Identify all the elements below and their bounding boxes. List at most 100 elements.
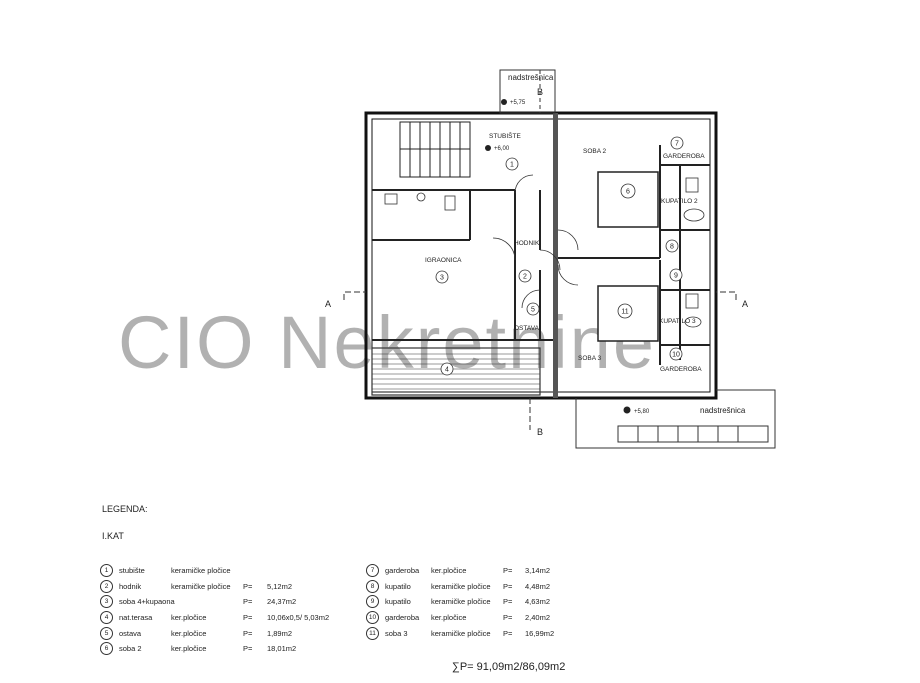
legend-p-symbol: P= bbox=[243, 597, 253, 607]
legend-material: keramičke pločice bbox=[431, 597, 491, 607]
section-b-top-label: B bbox=[537, 87, 543, 97]
legend-room-name: hodnik bbox=[119, 581, 142, 591]
bath-fixtures bbox=[384, 177, 705, 328]
section-a-right-label: A bbox=[742, 299, 748, 309]
legend-area: 3,14m2 bbox=[525, 566, 551, 576]
level-bottom-marker bbox=[623, 406, 631, 414]
room-number-11: 11 bbox=[621, 309, 628, 316]
legend-material: keramičke pločice bbox=[431, 581, 491, 591]
legend-row: 1 stubište keramičke pločice bbox=[100, 563, 329, 579]
room-number-1: 1 bbox=[510, 162, 514, 169]
legend-area: 2,40m2 bbox=[525, 613, 551, 623]
room-numbers: 1 2 3 4 5 6 7 8 9 10 11 bbox=[440, 141, 680, 374]
legend-material: ker.pločice bbox=[431, 613, 467, 623]
ostava-label: OSTAVA bbox=[514, 325, 540, 332]
legend-p-symbol: P= bbox=[243, 644, 253, 654]
room-number-6: 6 bbox=[626, 189, 630, 196]
section-b-bottom-label: B bbox=[537, 427, 543, 437]
legend-area: 24,37m2 bbox=[267, 597, 297, 607]
kupatilo3-label: KUPATILO 3 bbox=[659, 318, 696, 325]
legend-number: 11 bbox=[366, 626, 379, 640]
legend-floor-label: I.KAT bbox=[102, 531, 124, 541]
legend-room-name: soba 4+kupaona bbox=[119, 597, 175, 607]
legend-row: 9 kupatilo keramičke pločice P= 4,63m2 bbox=[366, 594, 554, 610]
legend-row: 3 soba 4+kupaona P= 24,37m2 bbox=[100, 594, 329, 610]
level-bottom-label: +5,80 bbox=[634, 409, 650, 415]
legend-area: 16,99m2 bbox=[525, 628, 555, 638]
room-number-8: 8 bbox=[670, 244, 674, 251]
kupatilo2-label: KUPATILO 2 bbox=[661, 198, 698, 205]
stubiste-label: STUBIŠTE bbox=[489, 131, 521, 140]
door-swings bbox=[492, 174, 579, 309]
room-number-7: 7 bbox=[675, 141, 679, 148]
legend-material: ker.pločice bbox=[171, 644, 207, 654]
legend-material: keramičke pločice bbox=[431, 628, 491, 638]
hodnik-label: HODNIK bbox=[514, 240, 540, 247]
legend-room-name: soba 3 bbox=[385, 628, 408, 638]
legend-area: 5,12m2 bbox=[267, 581, 293, 591]
canopy-top bbox=[499, 69, 556, 114]
legend-row: 6 soba 2 ker.pločice P= 18,01m2 bbox=[100, 641, 329, 657]
legend-number: 1 bbox=[100, 564, 113, 578]
level-stair-marker bbox=[485, 145, 491, 151]
canopy-top-label: nadstrešnica bbox=[508, 73, 554, 82]
legend-area: 10,06x0,5/ 5,03m2 bbox=[267, 613, 330, 623]
legend-area: 4,48m2 bbox=[525, 581, 551, 591]
total-area: ∑P= 91,09m2/86,09m2 bbox=[452, 661, 566, 673]
legend-room-name: soba 2 bbox=[119, 644, 142, 654]
section-a-left-label: A bbox=[325, 299, 331, 309]
legend-room-name: nat.terasa bbox=[119, 613, 153, 623]
igraonica-label: IGRAONICA bbox=[425, 257, 462, 264]
legend-material: keramičke pločice bbox=[171, 581, 231, 591]
legend-column-right: 7 garderoba ker.pločice P= 3,14m2 8 kupa… bbox=[366, 563, 554, 641]
bed-soba2 bbox=[597, 171, 659, 228]
canopy-bottom bbox=[575, 389, 776, 449]
legend-p-symbol: P= bbox=[503, 628, 513, 638]
legend-row: 10 garderoba ker.pločice P= 2,40m2 bbox=[366, 610, 554, 626]
legend-material: ker.pločice bbox=[171, 628, 207, 638]
legend-room-name: garderoba bbox=[385, 566, 420, 576]
legend-p-symbol: P= bbox=[243, 628, 253, 638]
legend-number: 3 bbox=[100, 595, 113, 609]
room-markers bbox=[435, 136, 684, 376]
legend-row: 8 kupatilo keramičke pločice P= 4,48m2 bbox=[366, 579, 554, 595]
garderoba-top-label: GARDEROBA bbox=[663, 153, 705, 160]
legend-p-symbol: P= bbox=[503, 566, 513, 576]
interior-walls bbox=[372, 145, 710, 365]
legend-number: 10 bbox=[366, 611, 379, 625]
legend-number: 6 bbox=[100, 642, 113, 656]
legend-row: 7 garderoba ker.pločice P= 3,14m2 bbox=[366, 563, 554, 579]
watermark-text: CIO Nekretnine bbox=[118, 301, 656, 384]
room-number-3: 3 bbox=[440, 275, 444, 282]
room-number-10: 10 bbox=[672, 352, 680, 359]
legend-room-name: stubište bbox=[119, 566, 145, 576]
soba2-label: SOBA 2 bbox=[583, 148, 607, 155]
legend-p-symbol: P= bbox=[503, 597, 513, 607]
legend-p-symbol: P= bbox=[503, 613, 513, 623]
legend-area: 1,89m2 bbox=[267, 628, 293, 638]
legend-area: 18,01m2 bbox=[267, 644, 297, 654]
legend-room-name: garderoba bbox=[385, 613, 420, 623]
legend-p-symbol: P= bbox=[503, 581, 513, 591]
legend-number: 9 bbox=[366, 595, 379, 609]
legend-title: LEGENDA: bbox=[102, 504, 148, 514]
legend-material: keramičke pločice bbox=[171, 566, 231, 576]
legend-p-symbol: P= bbox=[243, 581, 253, 591]
room-number-9: 9 bbox=[674, 273, 678, 280]
legend-row: 4 nat.terasa ker.pločice P= 10,06x0,5/ 5… bbox=[100, 610, 329, 626]
room-number-4: 4 bbox=[445, 367, 449, 374]
legend-room-name: ostava bbox=[119, 628, 142, 638]
legend-p-symbol: P= bbox=[243, 613, 253, 623]
legend-number: 8 bbox=[366, 579, 379, 593]
legend-number: 5 bbox=[100, 626, 113, 640]
legend-room-name: kupatilo bbox=[385, 581, 411, 591]
legend-material: ker.pločice bbox=[431, 566, 467, 576]
section-lines bbox=[343, 291, 737, 430]
level-top-marker bbox=[501, 99, 507, 105]
staircase bbox=[399, 121, 471, 178]
legend-area: 4,63m2 bbox=[525, 597, 551, 607]
legend-material: ker.pločice bbox=[171, 613, 207, 623]
legend-number: 2 bbox=[100, 579, 113, 593]
room-number-2: 2 bbox=[523, 274, 527, 281]
legend-row: 2 hodnik keramičke pločice P= 5,12m2 bbox=[100, 579, 329, 595]
